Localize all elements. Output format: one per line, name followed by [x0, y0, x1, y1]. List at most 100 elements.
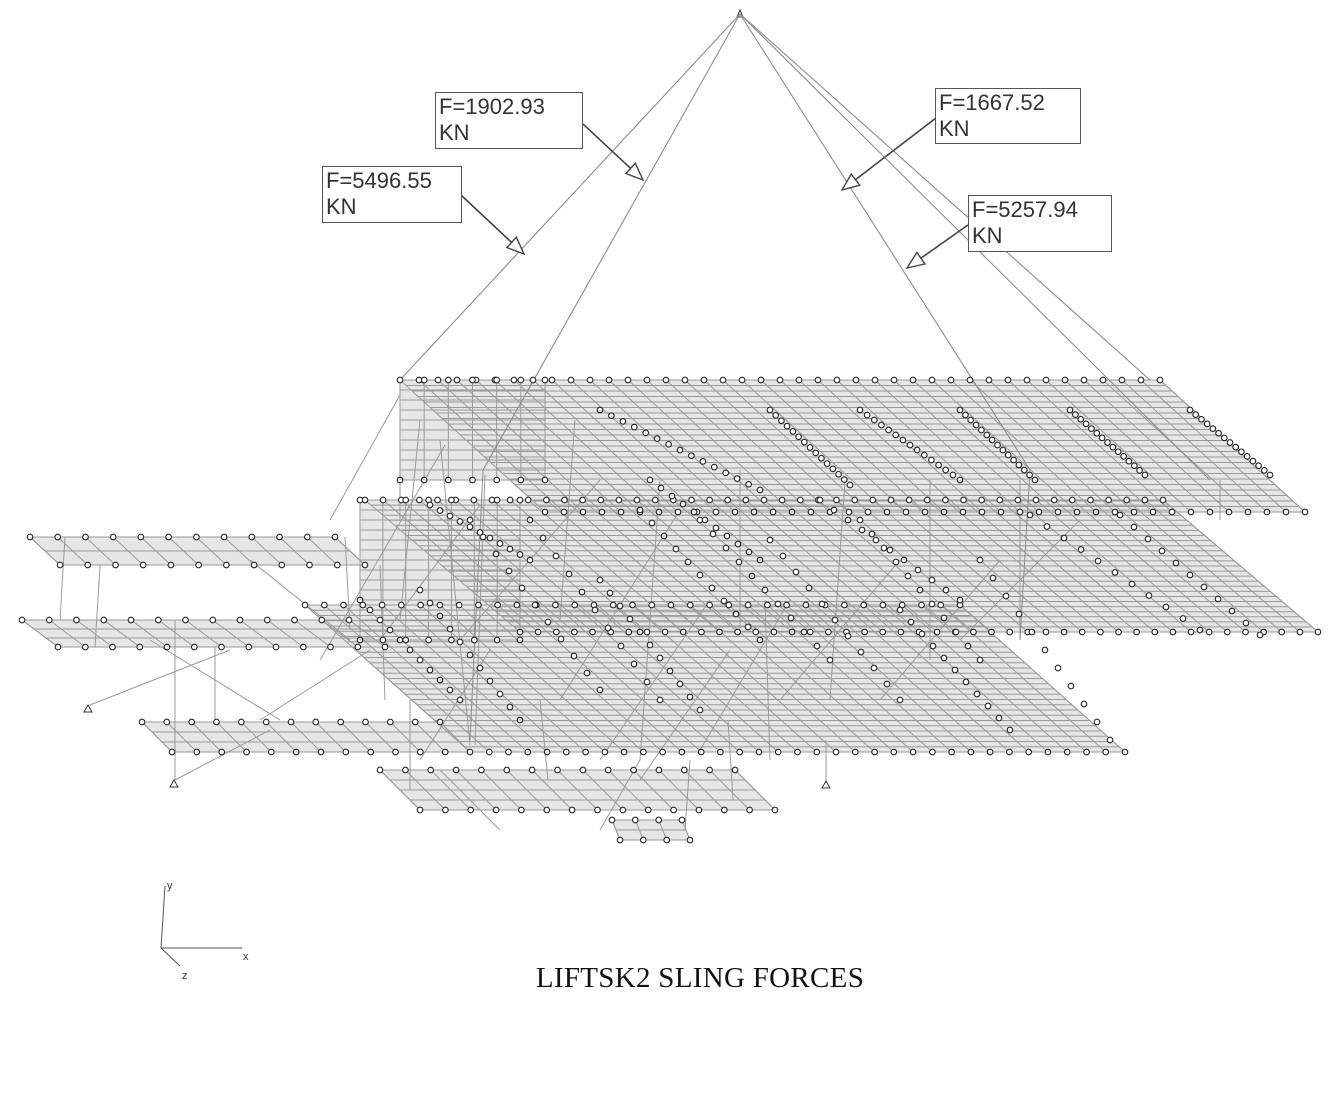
node-circle [597, 496, 605, 504]
deck-cross-beam [1108, 499, 1264, 633]
node-circle [722, 544, 730, 552]
node-circle [543, 496, 550, 504]
deck-cross-beam [216, 721, 247, 753]
node-circle [544, 618, 552, 626]
node-circle [942, 586, 950, 594]
leader-sling-2-arrowhead [624, 162, 645, 182]
node-circle [640, 748, 647, 756]
node-circle [518, 806, 525, 814]
node-circle [218, 643, 225, 651]
deck-cross-beam [1121, 379, 1268, 513]
column [539, 699, 549, 781]
node-circle [668, 492, 676, 500]
node-circle [752, 628, 760, 636]
node-circle [720, 597, 728, 605]
node-circle [644, 806, 652, 814]
node-circle [301, 601, 309, 609]
node-circle [779, 552, 787, 560]
column [379, 564, 386, 701]
deck-cross-beam [513, 379, 660, 513]
node-circle [1077, 415, 1085, 423]
node-circle [1186, 571, 1194, 579]
deck-cross-beam [456, 379, 603, 513]
node-circle [1278, 628, 1286, 636]
brace [379, 504, 481, 641]
node-circle [725, 601, 733, 609]
node-circle [1105, 496, 1112, 504]
node-circle [962, 411, 969, 419]
deck-cross-beam [634, 819, 644, 841]
y-axis-line [160, 885, 166, 949]
node-circle [1060, 534, 1068, 542]
node-circle [738, 376, 746, 384]
node-circle [823, 460, 831, 467]
node-circle [1266, 471, 1274, 479]
deck-cross-beam [437, 379, 584, 513]
node-circle [469, 376, 476, 384]
force-unit: KN [972, 223, 1003, 248]
node-circle [699, 458, 707, 465]
deck-cross-beam [611, 819, 621, 841]
deck-cross-beam [805, 604, 972, 753]
deck-cross-beam [57, 536, 89, 566]
node-circle [416, 586, 424, 594]
node-circle [656, 696, 664, 704]
node-circle [681, 376, 689, 384]
column [474, 474, 486, 746]
deck-cross-beam [141, 721, 173, 753]
node-circle [698, 628, 705, 636]
node-circle [667, 601, 675, 609]
sling-line [739, 13, 1151, 381]
node-circle [871, 376, 879, 384]
node-circle [1028, 628, 1036, 636]
node-circle [996, 496, 1004, 504]
node-circle [1141, 496, 1149, 504]
node-circle [1226, 439, 1234, 446]
node-circle [578, 588, 586, 596]
node-circle [984, 702, 992, 710]
node-circle [733, 475, 741, 482]
force-value: F=1902.93 [439, 94, 545, 119]
deck-cross-beam [855, 379, 1002, 513]
node-circle [263, 616, 271, 624]
node-circle [456, 638, 464, 646]
node-circle [1072, 411, 1079, 418]
node-circle [591, 606, 599, 614]
node-circle [552, 601, 559, 609]
node-circle [897, 628, 905, 636]
deck-cross-beam [239, 619, 277, 648]
node-circle [442, 806, 449, 814]
node-circle [678, 748, 686, 756]
node-circle [933, 628, 941, 636]
deck-cross-beam [817, 379, 964, 513]
node-circle [986, 748, 994, 756]
leader-sling-3 [841, 117, 937, 191]
node-circle [517, 476, 525, 484]
node-circle [571, 628, 578, 636]
node-circle [1077, 546, 1085, 553]
node-circle [856, 406, 864, 414]
node-circle [534, 628, 542, 636]
node-circle [503, 766, 511, 774]
node-circle [167, 561, 175, 569]
node-circle [712, 524, 720, 532]
node-circle [630, 660, 638, 668]
node-circle [359, 601, 367, 609]
force-value: F=5257.94 [972, 197, 1078, 222]
deck-cross-beam [582, 769, 624, 811]
node-circle [586, 376, 594, 384]
node-circle [907, 618, 915, 626]
node-circle [557, 635, 565, 643]
force-unit: KN [326, 194, 357, 219]
node-circle [826, 656, 834, 664]
node-circle [531, 601, 539, 609]
node-circle [890, 748, 898, 756]
deck-cross-beam [709, 769, 750, 811]
deck-cross-beam [969, 379, 1116, 513]
node-circle [579, 508, 587, 516]
node-circle [1159, 496, 1167, 504]
deck-cross-beam [475, 379, 622, 513]
node-circle [870, 416, 878, 424]
node-circle [764, 601, 771, 609]
node-circle [362, 718, 369, 726]
